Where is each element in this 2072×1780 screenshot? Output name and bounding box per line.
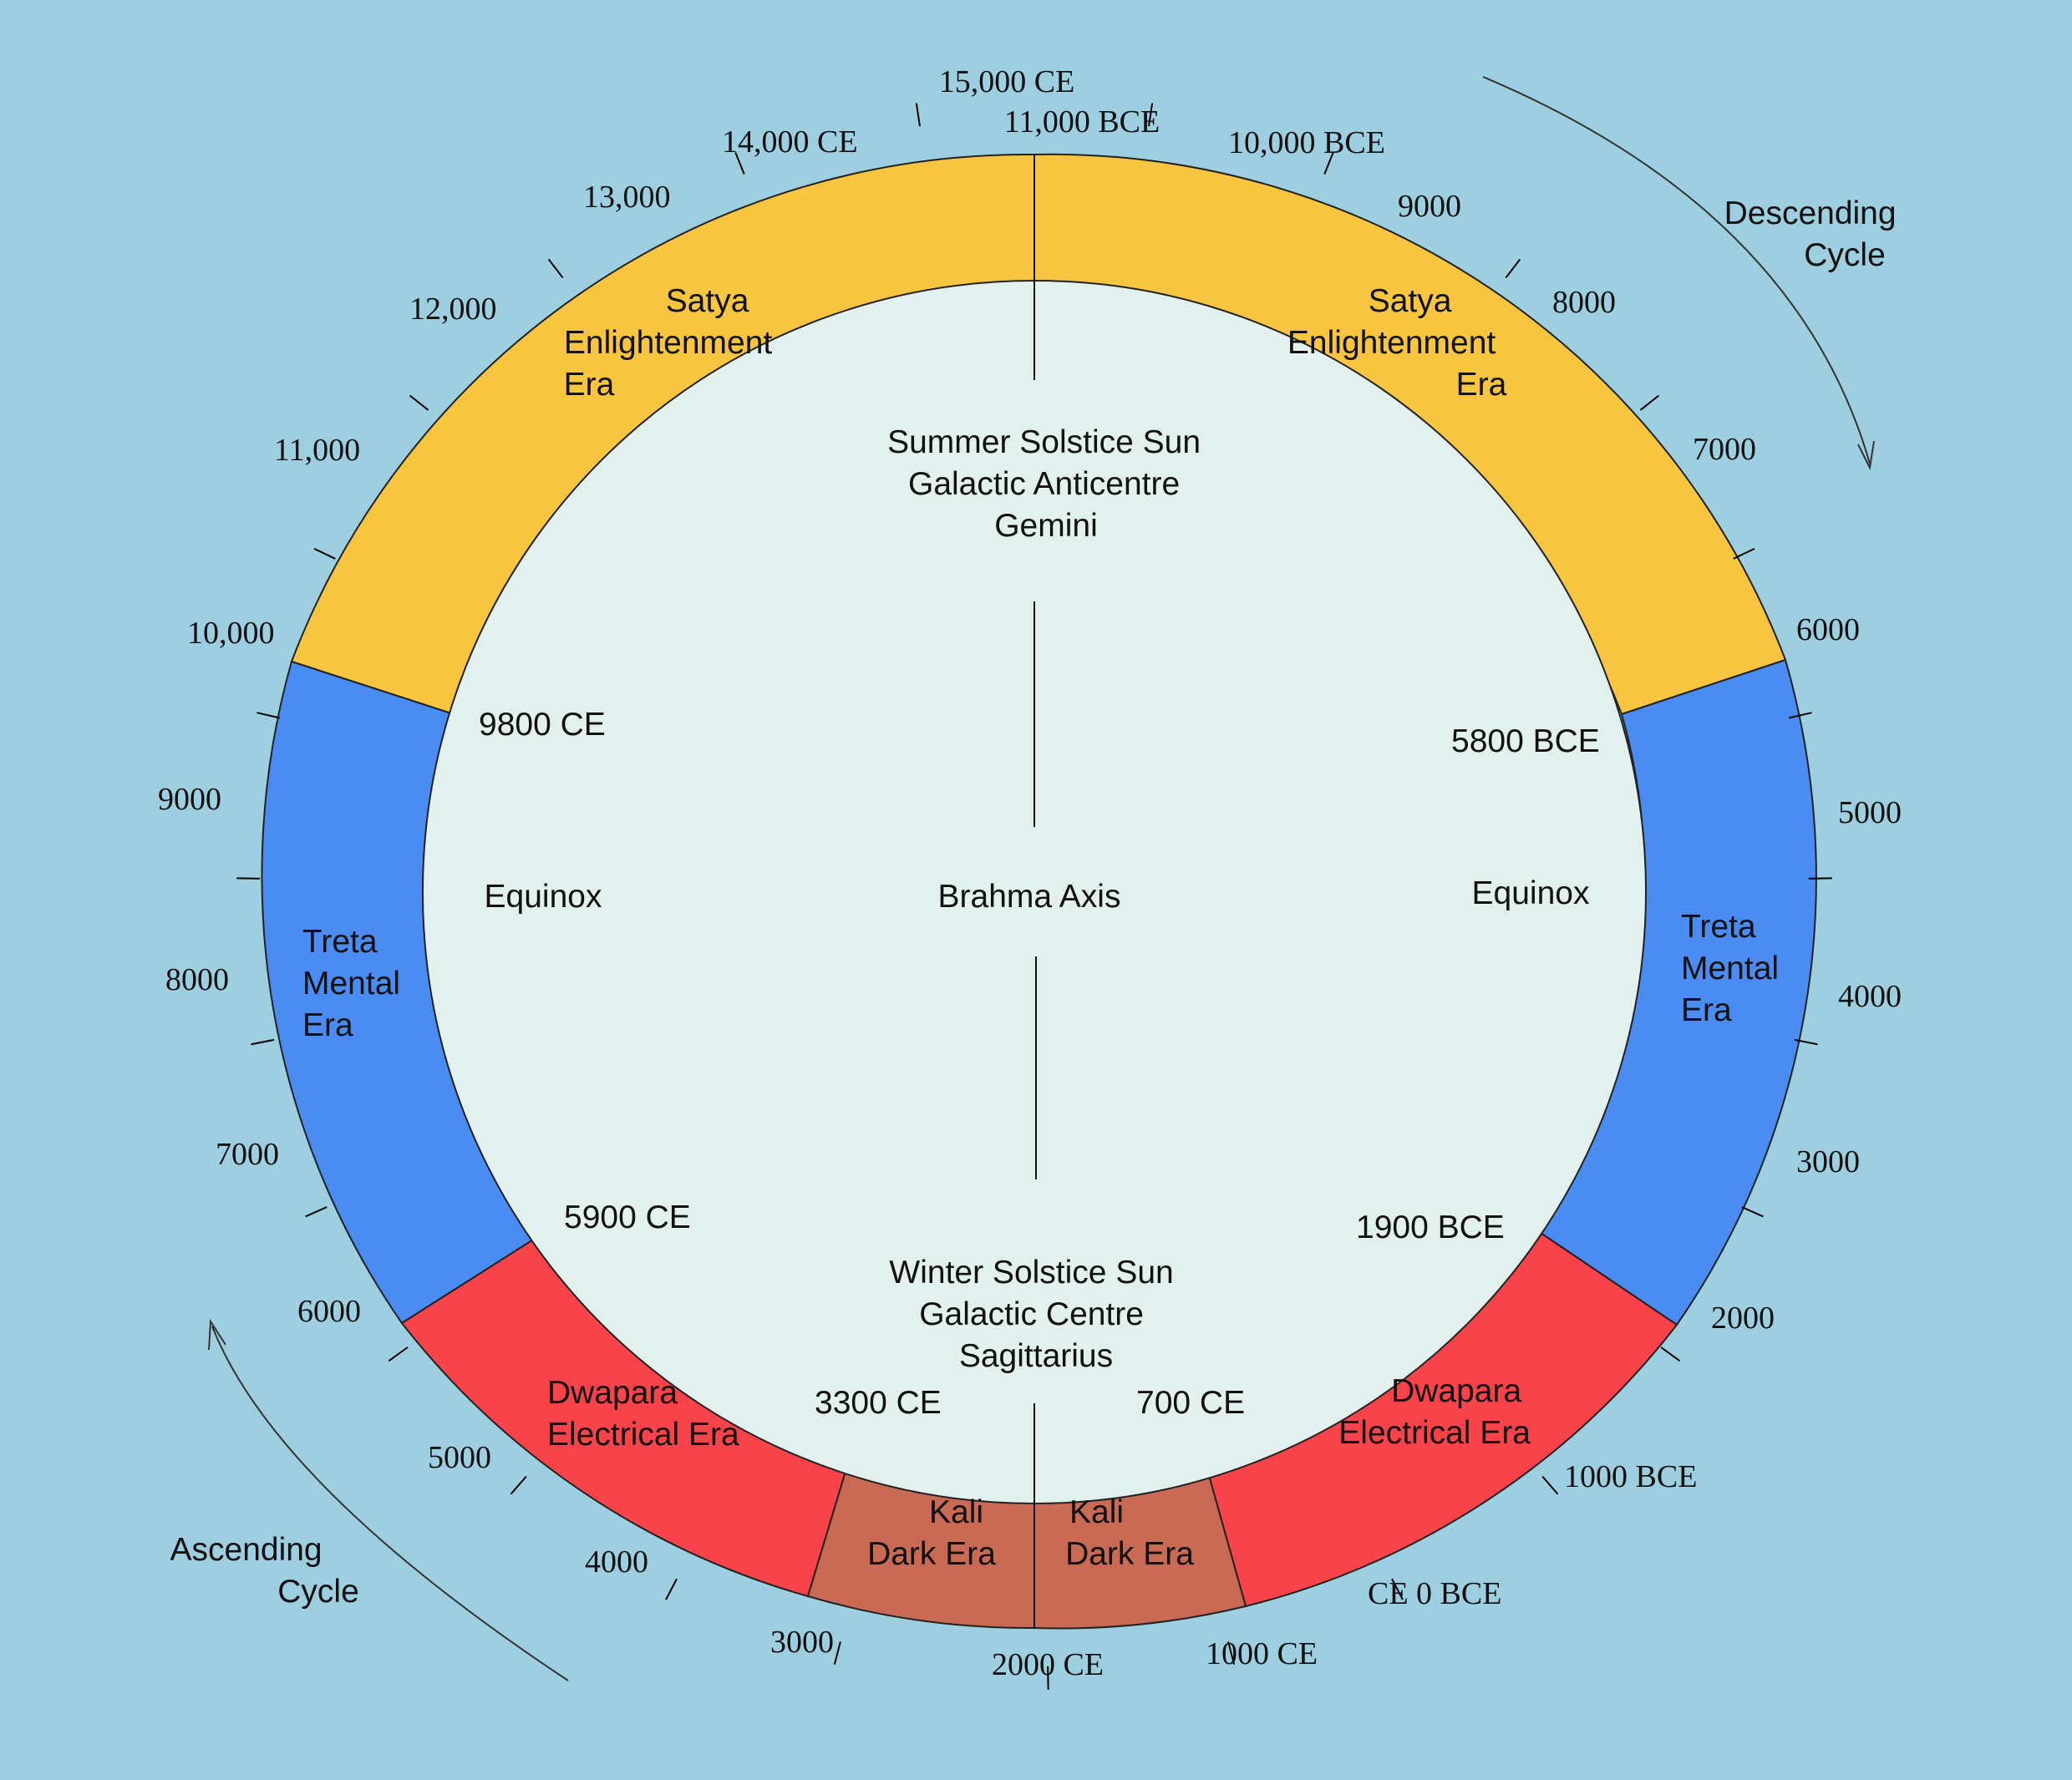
year-label-6000-right: 6000	[1796, 612, 1860, 647]
year-label-4000-left: 4000	[585, 1544, 648, 1580]
year-label-5000-left: 5000	[428, 1440, 491, 1475]
equinox-left-label: Equinox	[485, 879, 602, 915]
boundary-1900-bce: 1900 BCE	[1356, 1209, 1505, 1245]
year-label-7000-right: 7000	[1693, 432, 1756, 467]
year-label-1000-bce: 1000 BCE	[1564, 1459, 1697, 1494]
year-label-5000-right: 5000	[1838, 795, 1902, 830]
year-label-2000-ce: 2000 CE	[992, 1647, 1104, 1682]
year-label-10000-bce: 10,000 BCE	[1228, 125, 1385, 160]
year-label-11000-bce: 11,000 BCE	[1004, 104, 1160, 139]
year-label-9000-left: 9000	[158, 782, 221, 817]
year-label-8000-left: 8000	[165, 962, 229, 997]
year-label-6000-left: 6000	[297, 1294, 361, 1329]
year-label-10000-left: 10,000	[187, 616, 275, 651]
year-label-14000-ce: 14,000 CE	[722, 124, 858, 160]
year-label-11000-left: 11,000	[274, 433, 360, 468]
equinox-right-label: Equinox	[1472, 875, 1590, 911]
year-label-1000-ce: 1000 CE	[1206, 1636, 1318, 1671]
year-label-12000-left: 12,000	[409, 292, 497, 327]
year-label-2000-right: 2000	[1711, 1301, 1775, 1336]
boundary-3300-ce: 3300 CE	[815, 1385, 942, 1421]
year-label-13000-left: 13,000	[583, 180, 671, 215]
year-label-8000-right: 8000	[1552, 285, 1616, 320]
year-label-15000-ce: 15,000 CE	[939, 64, 1075, 99]
year-label-9000-right: 9000	[1398, 189, 1461, 224]
boundary-5900-ce: 5900 CE	[564, 1199, 691, 1235]
brahma-axis-label: Brahma Axis	[938, 879, 1121, 915]
year-label-4000-right: 4000	[1838, 979, 1902, 1014]
boundary-5800-bce: 5800 BCE	[1451, 723, 1600, 759]
year-label-ce-0-bce: CE 0 BCE	[1368, 1576, 1501, 1611]
year-label-7000-left: 7000	[216, 1137, 279, 1172]
year-label-3000-right: 3000	[1796, 1144, 1860, 1179]
boundary-9800-ce: 9800 CE	[479, 707, 606, 743]
boundary-700-ce: 700 CE	[1136, 1385, 1245, 1421]
year-label-3000-left: 3000	[770, 1625, 834, 1660]
